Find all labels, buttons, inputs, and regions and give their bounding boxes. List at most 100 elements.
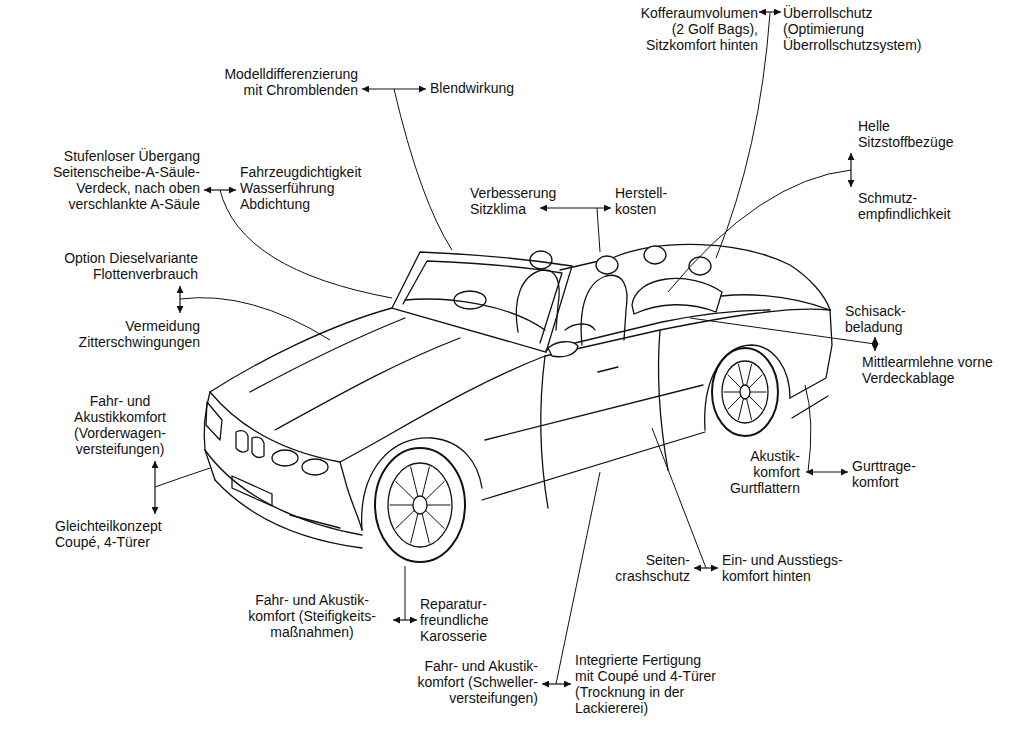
double-arrow [179, 286, 180, 313]
callout-text: Stufenloser Übergang Seitenscheibe-A-Säu… [53, 148, 200, 212]
callout: Fahr- und Akustikkomfort (Vorderwagen- v… [74, 393, 166, 457]
callout-text: Blendwirkung [430, 80, 514, 96]
callout: Vermeidung Zitterschwingungen [79, 318, 200, 350]
callout-text: Reparatur- freundliche Karosserie [420, 596, 489, 644]
double-arrow [874, 337, 875, 351]
double-arrow [759, 11, 781, 12]
callout: Ein- und Ausstiegs- komfort hinten [722, 552, 843, 584]
callout-text: Option Dieselvariante Flottenverbrauch [64, 250, 198, 282]
hood-front [210, 392, 340, 462]
callout-text: Akustik- komfort Gurtflattern [730, 448, 800, 496]
callout: Schisack- beladung [845, 303, 906, 335]
callout: Fahr- und Akustik- komfort (Schweller- v… [417, 658, 538, 706]
door-line [541, 356, 548, 508]
headlight [272, 450, 298, 466]
leader-line [405, 566, 406, 620]
leader-line [652, 428, 706, 568]
callout: Gleichteilkonzept Coupé, 4-Türer [55, 518, 162, 550]
armrest [565, 324, 595, 330]
callout-text: Ein- und Ausstiegs- komfort hinten [722, 552, 843, 584]
number-plate [232, 476, 272, 506]
leader-lines [155, 13, 875, 684]
grille [236, 431, 248, 452]
callout: Kofferaumvolumen (2 Golf Bags), Sitzkomf… [641, 5, 758, 53]
callout: Modelldifferenzierung mit Chromblenden [224, 66, 358, 98]
double-arrow [694, 567, 718, 568]
callout-text: Mittlearmlehne vorne Verdeckablage [862, 354, 993, 386]
leader-line [155, 468, 210, 487]
callout-text: Schisack- beladung [845, 303, 906, 335]
callout: Integrierte Fertigung mit Coupé und 4-Tü… [575, 652, 716, 716]
callout-text: Seiten- crashschutz [615, 552, 690, 584]
double-arrow [540, 207, 611, 208]
front-headrest [596, 256, 618, 274]
leader-line [180, 298, 330, 340]
callout: Schmutz- empfindlichkeit [858, 190, 951, 222]
grille [252, 437, 264, 457]
callout: Blendwirkung [430, 80, 514, 96]
side-crease [485, 385, 703, 440]
callout: Stufenloser Übergang Seitenscheibe-A-Säu… [53, 148, 200, 212]
callout-text: Gurttrage- komfort [852, 458, 916, 490]
callout-text: Vermeidung Zitterschwingungen [79, 318, 200, 350]
callout-text: Schmutz- empfindlichkeit [858, 190, 951, 222]
rim [388, 463, 452, 547]
callout-text: Kofferaumvolumen (2 Golf Bags), Sitzkomf… [641, 5, 758, 53]
callout-text: Fahr- und Akustik- komfort (Schweller- v… [417, 658, 538, 706]
rear-seat [632, 278, 722, 314]
double-arrow [154, 461, 155, 514]
leader-line [597, 208, 600, 252]
hub [413, 496, 427, 514]
leader-line [668, 170, 851, 292]
callout: Herstell- kosten [615, 185, 667, 217]
front-seat [581, 275, 627, 345]
callout: Überrollschutz (Optimierung Überrollschu… [783, 5, 921, 53]
hood-crease [250, 318, 405, 392]
rear-headrest [689, 257, 711, 275]
callout-text: Modelldifferenzierung mit Chromblenden [224, 66, 358, 98]
spokes [390, 467, 450, 543]
double-arrow [850, 153, 851, 187]
double-arrows [155, 12, 875, 684]
callout-text: Fahr- und Akustik- komfort (Steifigkeits… [248, 592, 376, 640]
callout-text: Verbesserung Sitzklima [470, 185, 556, 217]
callout-text: Integrierte Fertigung mit Coupé und 4-Tü… [575, 652, 716, 716]
callout: Reparatur- freundliche Karosserie [420, 596, 489, 644]
callout-text: Überrollschutz (Optimierung Überrollschu… [783, 5, 921, 53]
dashboard [405, 299, 545, 330]
callout: Verbesserung Sitzklima [470, 185, 556, 217]
callout-text: Helle Sitzstoffbezüge [858, 118, 953, 150]
rear-quarter [790, 310, 832, 398]
door-handle [598, 367, 618, 372]
steering-wheel [454, 291, 486, 309]
double-arrow [362, 88, 426, 89]
rim [722, 361, 768, 423]
double-arrow [204, 189, 236, 190]
windshield-glass [403, 261, 562, 343]
front-bumper [205, 450, 215, 480]
callout: Option Dieselvariante Flottenverbrauch [64, 250, 198, 282]
tire [375, 448, 465, 562]
tire [712, 348, 778, 436]
spokes [724, 364, 766, 419]
callout-text: Fahrzeugdichtigkeit Wasserführung Abdich… [240, 164, 361, 212]
double-arrow [542, 683, 571, 684]
front-fender [340, 462, 362, 530]
callout-text: Gleichteilkonzept Coupé, 4-Türer [55, 518, 162, 550]
callout: Fahr- und Akustik- komfort (Steifigkeits… [248, 592, 376, 640]
callout: Seiten- crashschutz [615, 552, 690, 584]
front-headrest [530, 251, 552, 269]
headlight [206, 402, 222, 440]
double-arrow [806, 471, 848, 472]
car-body [204, 244, 832, 562]
hub [740, 385, 750, 399]
air-intake [290, 515, 340, 528]
callout: Mittlearmlehne vorne Verdeckablage [862, 354, 993, 386]
sill [482, 432, 705, 500]
callout: Helle Sitzstoffbezüge [858, 118, 953, 150]
double-arrow [393, 619, 417, 620]
windshield-frame [392, 252, 572, 352]
callout: Akustik- komfort Gurtflattern [730, 448, 800, 496]
